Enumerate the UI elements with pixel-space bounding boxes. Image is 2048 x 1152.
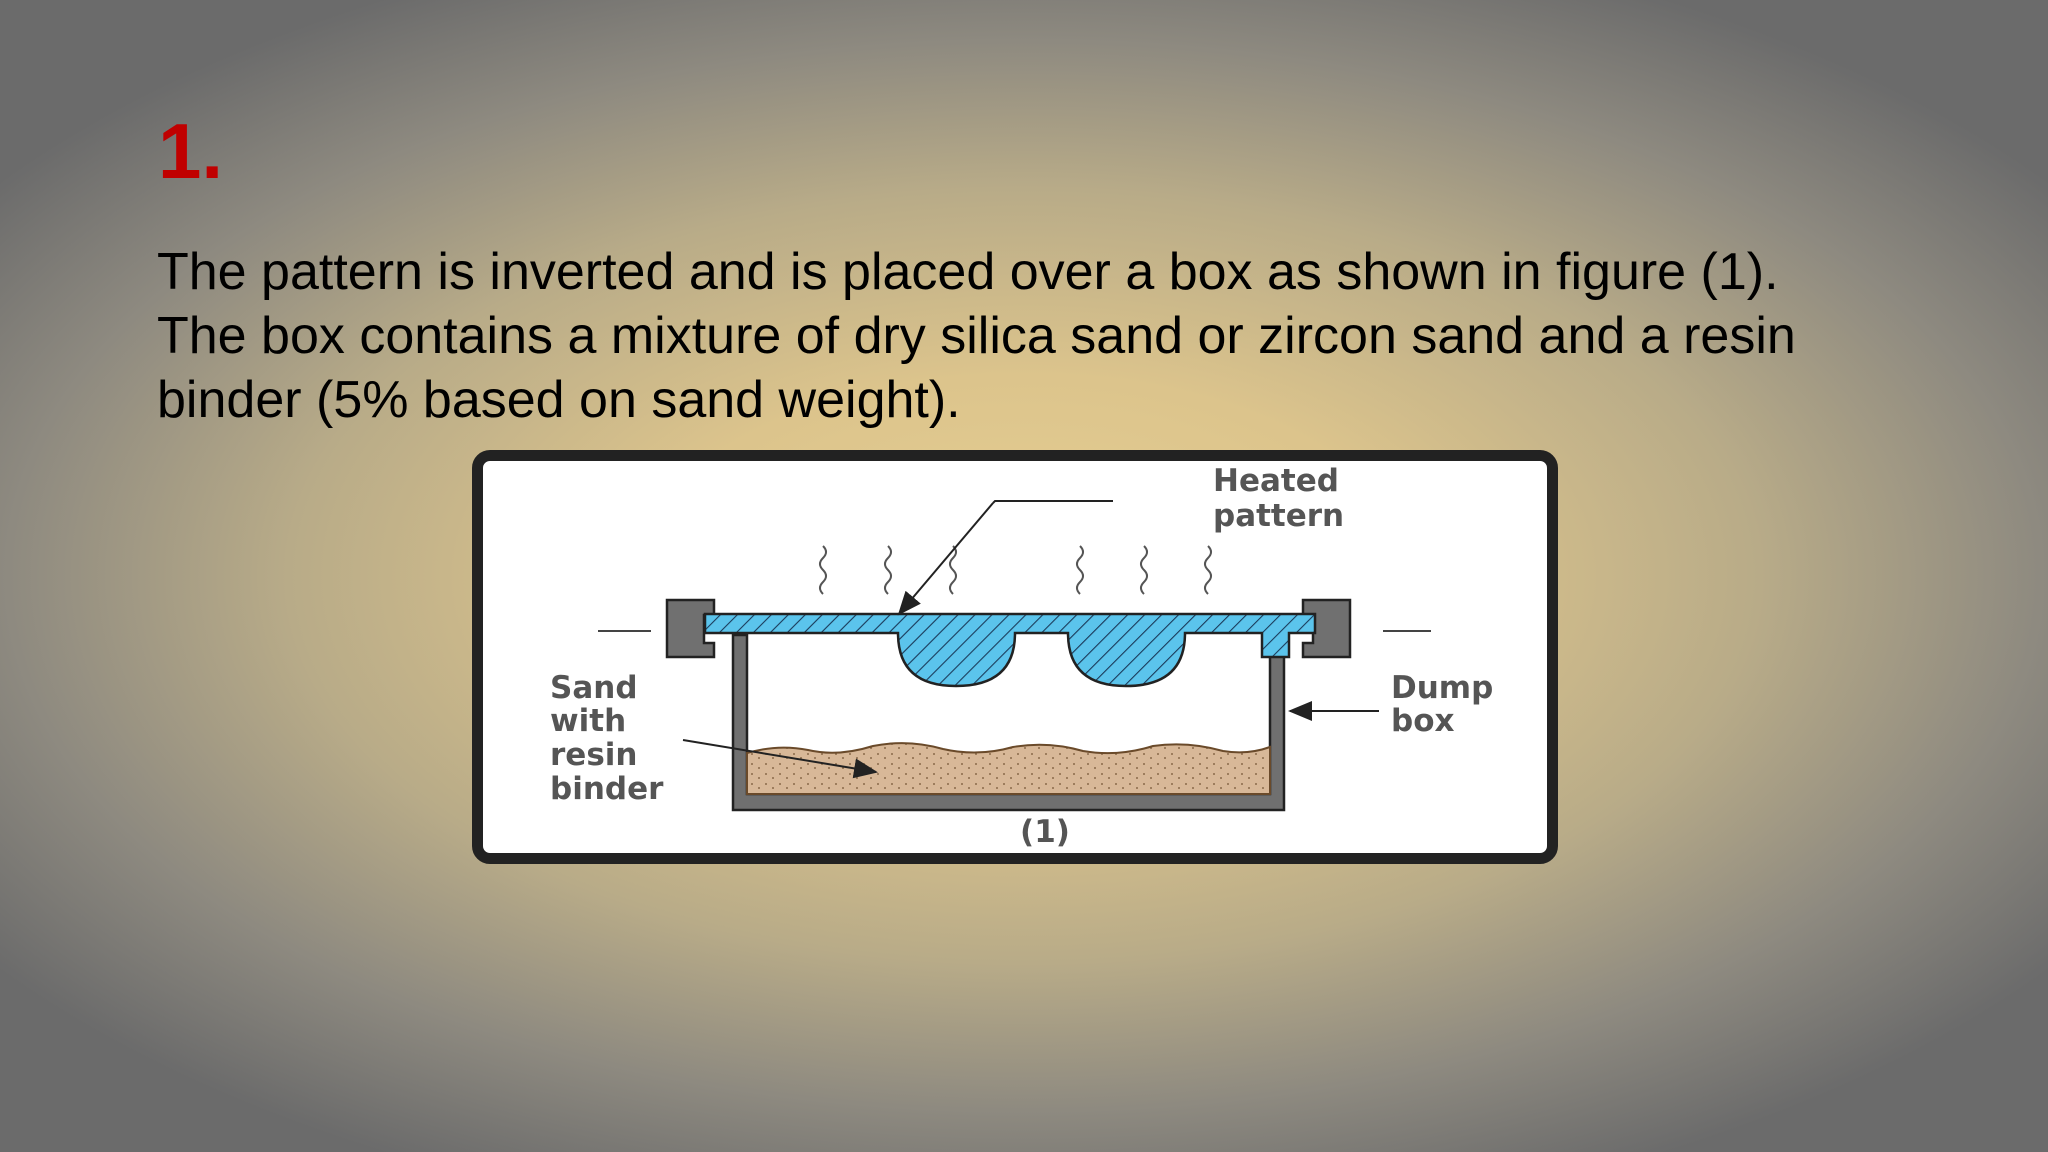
heated-pattern: [703, 612, 1317, 688]
heat-waves: [819, 545, 1212, 595]
heated-pattern-arrow: [897, 502, 994, 616]
heat-wave: [884, 545, 892, 595]
sand-arrow: [682, 739, 878, 779]
sand-mixture: [746, 742, 1271, 795]
figure-frame: Heated pattern Sand with resin binder Du…: [472, 450, 1558, 864]
label-dump: Dump: [1391, 670, 1493, 706]
dump-box-diagram: Heated pattern Sand with resin binder Du…: [550, 463, 1493, 850]
paragraph-line: binder (5% based on sand weight).: [157, 371, 961, 429]
paragraph-line: The pattern is inverted and is placed ov…: [157, 243, 1779, 301]
label-sand: Sand: [550, 670, 638, 706]
label-with: with: [550, 703, 626, 739]
body-paragraph: The pattern is inverted and is placed ov…: [157, 240, 1957, 432]
heat-wave: [1140, 545, 1148, 595]
label-resin: resin: [550, 737, 637, 773]
paragraph-line: The box contains a mixture of dry silica…: [157, 307, 1796, 365]
heat-wave: [819, 545, 827, 595]
figure-caption: (1): [1020, 814, 1070, 850]
label-heated: Heated: [1213, 463, 1339, 499]
heat-wave: [1204, 545, 1212, 595]
heat-wave: [1076, 545, 1084, 595]
label-box: box: [1391, 703, 1454, 739]
label-pattern: pattern: [1213, 498, 1344, 534]
heat-wave: [949, 545, 957, 595]
flange-left: [665, 598, 716, 659]
heated-pattern-leader: [992, 500, 1113, 504]
slide-number: 1.: [158, 107, 224, 195]
label-binder: binder: [550, 771, 664, 807]
